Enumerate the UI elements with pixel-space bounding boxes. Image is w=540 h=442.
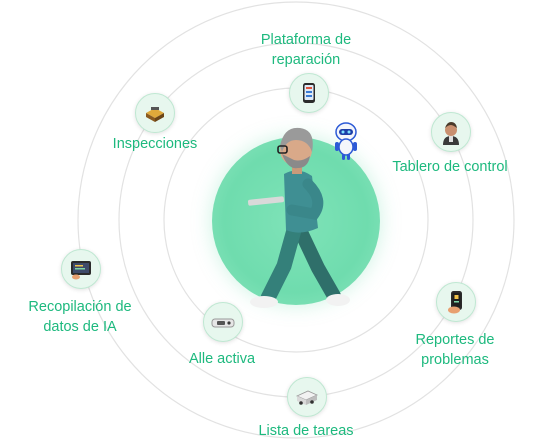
phone-hand-icon <box>448 291 462 314</box>
reports-node[interactable] <box>436 282 476 322</box>
task-list-node[interactable] <box>287 377 327 417</box>
walking-man-with-laptop-icon <box>247 127 350 308</box>
toolbox-icon <box>146 107 164 122</box>
dashboard-label[interactable]: Tablero de control <box>392 159 508 175</box>
repair-platform-node[interactable] <box>289 73 329 113</box>
repair-platform-label[interactable]: Plataforma de reparación <box>260 32 352 68</box>
reports-label[interactable]: Reportes de problemas <box>415 332 495 368</box>
robot-mascot-icon <box>335 122 357 160</box>
phone-app-icon <box>303 83 315 103</box>
task-list-label[interactable]: Lista de tareas <box>258 423 354 439</box>
ai-data-node[interactable] <box>61 249 101 289</box>
tablet-data-icon <box>71 261 91 280</box>
alle-active-label[interactable]: Alle activa <box>188 351 256 367</box>
worker-avatar-icon <box>443 122 459 145</box>
device-icon <box>211 318 235 328</box>
inspections-node[interactable] <box>135 93 175 133</box>
ai-data-label[interactable]: Recopilación de datos de IA <box>28 299 132 335</box>
inspections-label[interactable]: Inspecciones <box>112 136 198 152</box>
dashboard-node[interactable] <box>431 112 471 152</box>
alle-active-node[interactable] <box>203 302 243 342</box>
truck-icon <box>296 390 318 405</box>
orbit-ring-outer <box>77 1 515 439</box>
